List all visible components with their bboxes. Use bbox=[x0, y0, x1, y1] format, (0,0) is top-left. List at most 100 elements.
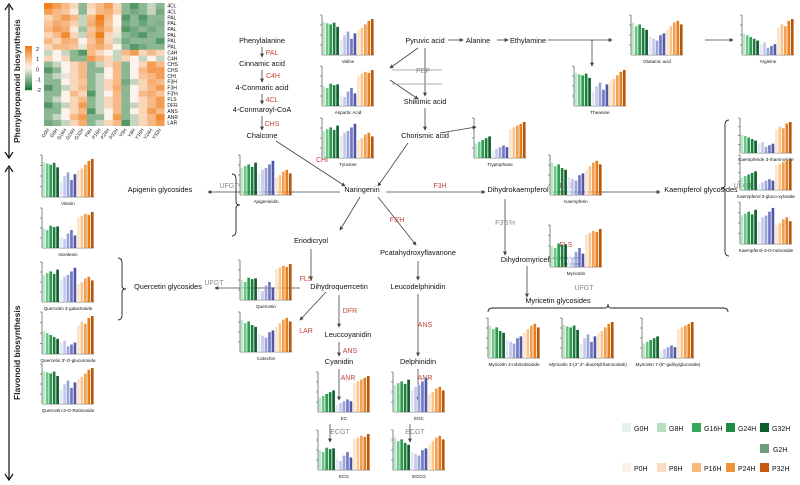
mini-bar bbox=[288, 264, 292, 300]
mini-bar bbox=[357, 140, 360, 158]
mini-bar bbox=[321, 395, 325, 412]
mini-bar bbox=[63, 384, 66, 404]
mini-bar bbox=[322, 21, 326, 56]
mini-bar bbox=[673, 347, 677, 358]
mini-bar bbox=[339, 40, 343, 55]
mini-bar bbox=[332, 22, 336, 56]
mini-bar bbox=[583, 338, 586, 358]
heatmap-cell bbox=[121, 84, 131, 91]
compound-node: Cyanidin bbox=[325, 357, 353, 366]
heatmap-cell bbox=[44, 32, 53, 39]
mini-bar bbox=[572, 325, 576, 358]
heatmap-cell bbox=[95, 49, 105, 56]
heatmap-cell bbox=[147, 79, 156, 86]
heatmap-cell bbox=[69, 120, 79, 127]
mini-bar bbox=[342, 455, 346, 470]
heatmap-cell bbox=[121, 8, 131, 15]
heatmap-cell bbox=[104, 114, 113, 121]
heatmap-col-label: G0H bbox=[41, 127, 52, 139]
heatmap-cell bbox=[61, 55, 70, 62]
heatmap-cell bbox=[112, 20, 122, 27]
mini-bar bbox=[329, 83, 332, 106]
mini-chart-title: Myricetin 7-(6"-galloylglucoside) bbox=[636, 362, 701, 367]
heatmap-cell bbox=[130, 102, 139, 109]
heatmap-cell bbox=[61, 90, 70, 97]
mini-bar bbox=[595, 86, 598, 106]
heatmap-cell bbox=[69, 61, 79, 68]
mini-chart-title: Apigeninidin bbox=[253, 199, 278, 204]
mini-bar bbox=[764, 146, 768, 153]
enzyme-label: ANS bbox=[418, 322, 433, 329]
heatmap-cell bbox=[138, 49, 148, 56]
mini-bar bbox=[268, 282, 271, 300]
mini-bar bbox=[254, 162, 257, 195]
mini-bar bbox=[343, 132, 346, 158]
mini-bar bbox=[257, 173, 261, 195]
heatmap-cell bbox=[78, 67, 88, 74]
mini-chart-title: Tyrosine bbox=[339, 162, 357, 167]
mini-bar bbox=[652, 38, 655, 55]
mini-bar bbox=[428, 444, 431, 470]
heatmap-row-label: PAL bbox=[167, 27, 176, 33]
mini-bar bbox=[336, 26, 339, 55]
mini-bar bbox=[350, 127, 353, 158]
mini-bar bbox=[441, 439, 445, 470]
heatmap-cell bbox=[69, 3, 79, 10]
mini-bar bbox=[353, 33, 357, 55]
mini-chart-title: Myricetin 3-robinobioside bbox=[488, 362, 540, 367]
heatmap-cell bbox=[130, 8, 139, 15]
heatmap-cell bbox=[95, 90, 105, 97]
heatmap-cell bbox=[104, 32, 113, 39]
mini-bar bbox=[768, 211, 771, 244]
compound-node: Chorismic acid bbox=[401, 131, 449, 140]
heatmap-cell bbox=[155, 32, 165, 39]
heatmap-cell bbox=[147, 114, 156, 121]
heatmap-cell bbox=[44, 43, 53, 50]
mini-bar bbox=[339, 95, 343, 106]
heatmap-cell bbox=[147, 67, 156, 74]
mini-chart-title: Kaempferol 3-gluco-xyloside bbox=[737, 194, 795, 199]
heatmap-cell bbox=[78, 55, 88, 62]
mini-bar-chart: Kaempferin bbox=[548, 154, 602, 204]
mini-bar bbox=[336, 84, 339, 106]
heatmap-cell bbox=[130, 90, 139, 97]
heatmap-cell bbox=[138, 120, 148, 127]
heatmap-cell bbox=[155, 84, 165, 91]
mini-bar bbox=[350, 38, 353, 55]
mini-bar bbox=[417, 455, 421, 470]
heatmap-cell bbox=[112, 55, 122, 62]
heatmap-cell bbox=[61, 108, 70, 115]
mini-bar bbox=[754, 140, 757, 153]
compound-node: Pcatahydroxyflavanone bbox=[380, 248, 456, 257]
heatmap-row-label: ANS bbox=[167, 109, 178, 115]
compound-node: Delphinidin bbox=[400, 357, 436, 366]
heatmap-row-label: PAL bbox=[167, 45, 176, 51]
mini-bar bbox=[585, 234, 588, 267]
mini-bar bbox=[516, 338, 519, 358]
heatmap-cell bbox=[87, 3, 96, 10]
scale-swatch bbox=[25, 50, 32, 53]
legend-swatch bbox=[760, 444, 769, 453]
mini-bar bbox=[59, 342, 63, 354]
mini-bar bbox=[285, 317, 289, 352]
compound-node: Myricetin glycosides bbox=[525, 296, 591, 305]
mini-bar bbox=[564, 244, 567, 267]
mini-bar-chart: Arginine bbox=[740, 14, 794, 64]
mini-bar bbox=[522, 122, 526, 158]
enzyme-label: FLS bbox=[300, 276, 313, 283]
mini-bar bbox=[70, 271, 73, 302]
mini-bar-chart: Myricetin 3-(3",4"-diacetylrhamnoside) bbox=[549, 317, 627, 367]
mini-bar bbox=[49, 373, 52, 404]
mini-bar bbox=[785, 160, 789, 190]
mini-bar bbox=[757, 143, 761, 153]
scale-swatch bbox=[25, 63, 32, 66]
mini-bar bbox=[66, 275, 70, 302]
legend-swatch bbox=[692, 423, 701, 432]
heatmap-cell bbox=[78, 14, 88, 21]
heatmap-cell bbox=[69, 32, 79, 39]
mini-bar bbox=[659, 35, 662, 55]
mini-chart-title: Theanine bbox=[590, 110, 610, 115]
mini-bar bbox=[747, 211, 750, 244]
mini-bar bbox=[325, 394, 328, 412]
heatmap-cell bbox=[138, 73, 148, 80]
